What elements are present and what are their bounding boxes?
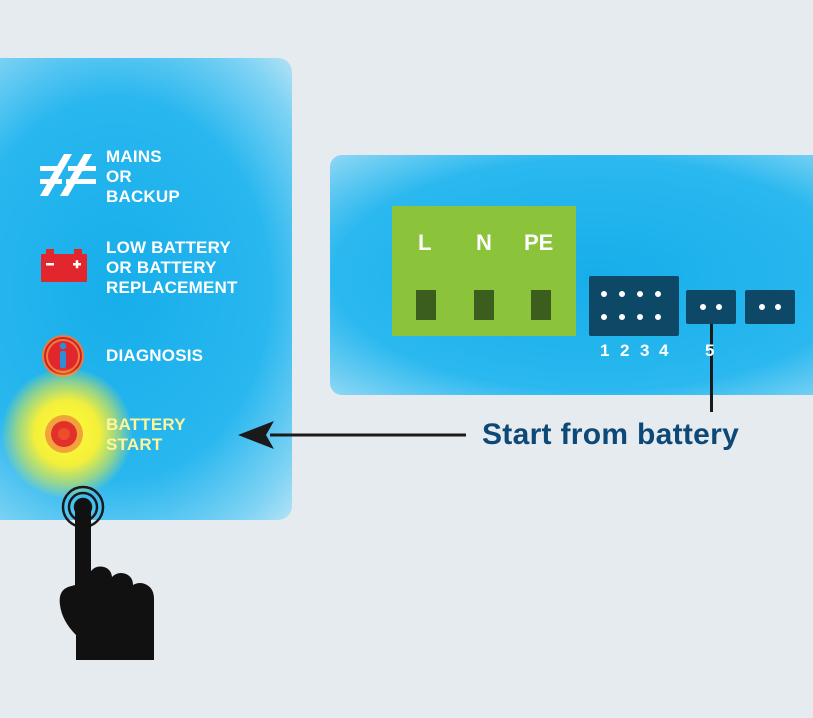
jumper-1-4	[589, 276, 679, 336]
jumper-label-2: 2	[620, 341, 630, 360]
battery-icon	[41, 249, 87, 282]
terminal-label-l: L	[418, 230, 432, 255]
jumper-label-3: 3	[640, 341, 650, 360]
terminal-label-n: N	[476, 230, 492, 255]
jumper-label-5: 5	[705, 341, 715, 360]
mains-backup-icon	[40, 154, 96, 196]
leader-line	[710, 318, 713, 412]
terminal-slot	[474, 290, 494, 320]
callout-text: Start from battery	[482, 418, 740, 451]
jumper-6	[745, 290, 795, 324]
terminal-slot	[416, 290, 436, 320]
diagnosis-label: DIAGNOSIS	[106, 346, 204, 365]
terminal-slot	[531, 290, 551, 320]
mains-backup-label: MAINS OR BACKUP	[106, 147, 180, 206]
battery-start-label: BATTERY START	[106, 415, 186, 454]
jumper-label-4: 4	[659, 341, 669, 360]
jumper-label-1: 1	[600, 341, 610, 360]
battery-start-button-icon[interactable]	[44, 414, 84, 454]
low-battery-label: LOW BATTERY OR BATTERY REPLACEMENT	[106, 238, 238, 297]
diagnosis-led-icon	[42, 335, 84, 377]
terminal-label-pe: PE	[524, 230, 554, 255]
jumper-5	[686, 290, 736, 324]
arrow-left-icon	[238, 421, 466, 449]
hand-pointer-icon	[59, 485, 154, 660]
